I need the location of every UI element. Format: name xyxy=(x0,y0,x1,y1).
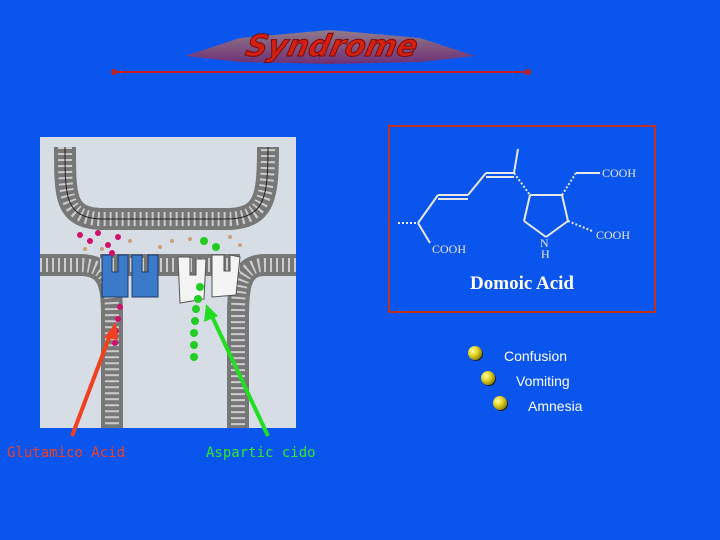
symptom-vomiting: Vomiting xyxy=(516,373,570,389)
glutamic-arrow xyxy=(70,329,114,437)
title-swoosh xyxy=(185,30,475,64)
glutamate-molecules xyxy=(77,230,123,346)
aspartate-molecules xyxy=(190,237,220,361)
glutamate-receptor xyxy=(101,254,159,298)
aspartate-receptor xyxy=(177,254,241,304)
cooh-group-top: COOH xyxy=(602,166,636,180)
cooh-group-left: COOH xyxy=(432,242,466,256)
page-title: Syndrome xyxy=(243,29,421,64)
glutamic-acid-label: Glutamico Acid xyxy=(7,445,126,461)
molecule-name: Domoic Acid xyxy=(470,273,574,294)
ring-nitrogen: N xyxy=(540,236,549,250)
title-wordart: Syndrome xyxy=(185,29,475,64)
synapse-illustration xyxy=(40,137,296,428)
aspartic-arrow xyxy=(208,311,270,437)
symptom-amnesia: Amnesia xyxy=(528,398,583,414)
bullet-icon xyxy=(493,396,507,410)
glutamic-arrowhead xyxy=(104,322,118,340)
aspartic-acid-label: Aspartic cido xyxy=(206,445,316,461)
aspartic-arrowhead xyxy=(204,304,218,322)
cooh-group-right: COOH xyxy=(596,228,630,242)
domoic-acid-structure: COOH COOH COOH N H Domoic Acid xyxy=(388,125,656,313)
molecule-bonds xyxy=(398,148,600,244)
ring-hydrogen: H xyxy=(541,247,550,261)
title-underline xyxy=(111,69,531,75)
presynaptic-membrane xyxy=(54,146,279,230)
bullet-icon xyxy=(468,346,482,360)
vesicle-dots xyxy=(83,235,242,251)
symptom-confusion: Confusion xyxy=(504,348,568,364)
bullet-icon xyxy=(481,371,495,385)
